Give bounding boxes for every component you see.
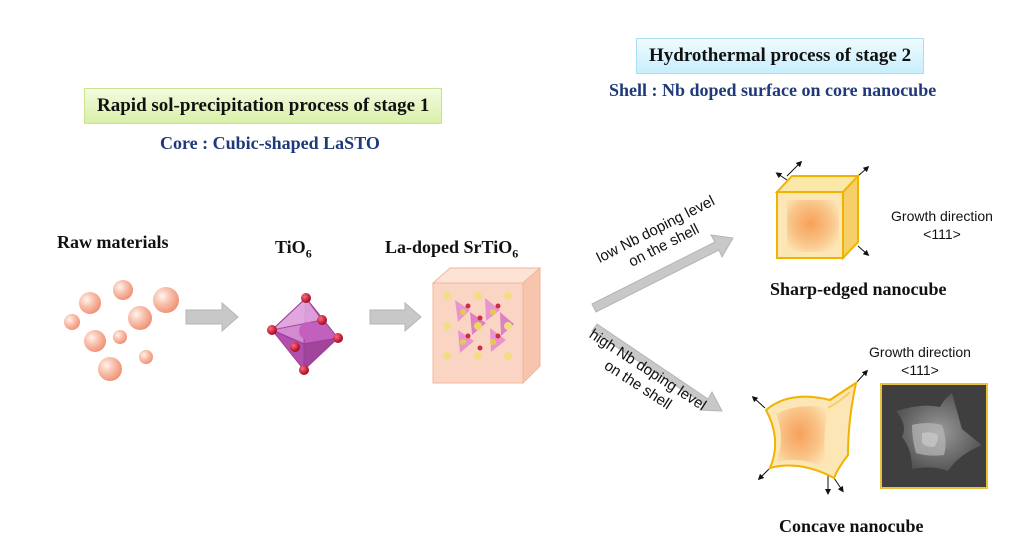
sharp-growth-line2: <111> bbox=[923, 226, 961, 242]
concave-nanocube-label: Concave nanocube bbox=[779, 516, 924, 536]
oxygen-atom bbox=[299, 365, 309, 375]
raw-sphere bbox=[113, 280, 133, 300]
raw-materials-label: Raw materials bbox=[57, 232, 169, 252]
stage1-title: Rapid sol-precipitation process of stage… bbox=[84, 88, 443, 124]
lasto-label-subscript: 6 bbox=[512, 246, 519, 261]
sharp-growth-direction: Growth direction <111> bbox=[872, 207, 1012, 243]
lasto-label-base: La-doped SrTiO bbox=[385, 237, 513, 257]
tio6-octahedron bbox=[267, 293, 343, 375]
process-arrow-1 bbox=[185, 301, 239, 333]
stage2-title: Hydrothermal process of stage 2 bbox=[636, 38, 925, 74]
raw-sphere bbox=[79, 292, 101, 314]
oxygen-atom bbox=[290, 342, 300, 352]
oxygen-atom bbox=[333, 333, 343, 343]
process-arrow-2 bbox=[369, 301, 422, 333]
raw-sphere bbox=[113, 330, 127, 344]
sharp-growth-line1: Growth direction bbox=[891, 208, 993, 224]
tio6-label-base: TiO bbox=[275, 237, 306, 257]
lasto-crystal-cube bbox=[431, 266, 542, 385]
sem-micrograph-art bbox=[882, 385, 986, 487]
raw-sphere bbox=[153, 287, 179, 313]
lasto-label: La-doped SrTiO6 bbox=[385, 237, 518, 262]
high-doping-arrow bbox=[591, 323, 723, 412]
raw-material-spheres bbox=[64, 280, 179, 381]
stage2-subtitle: Shell : Nb doped surface on core nanocub… bbox=[609, 80, 937, 100]
raw-sphere bbox=[98, 357, 122, 381]
low-doping-arrow bbox=[591, 234, 734, 313]
titanium-atom bbox=[299, 322, 317, 340]
stage1-subtitle: Core : Cubic-shaped LaSTO bbox=[160, 133, 380, 153]
sem-micrograph bbox=[880, 383, 988, 489]
oxygen-atom bbox=[317, 315, 327, 325]
tio6-label: TiO6 bbox=[275, 237, 312, 262]
perovskite-lattice bbox=[443, 292, 514, 360]
sharp-nanocube bbox=[774, 160, 870, 261]
concave-growth-direction: Growth direction <111> bbox=[850, 343, 990, 379]
concave-growth-line1: Growth direction bbox=[869, 344, 971, 360]
raw-sphere bbox=[64, 314, 80, 330]
raw-sphere bbox=[128, 306, 152, 330]
raw-sphere bbox=[139, 350, 153, 364]
oxygen-atom bbox=[301, 293, 311, 303]
concave-nanocube bbox=[751, 369, 869, 495]
raw-sphere bbox=[84, 330, 106, 352]
concave-growth-line2: <111> bbox=[901, 362, 939, 378]
tio6-label-subscript: 6 bbox=[305, 246, 312, 261]
sharp-nanocube-label: Sharp-edged nanocube bbox=[770, 279, 947, 299]
oxygen-atom bbox=[267, 325, 277, 335]
